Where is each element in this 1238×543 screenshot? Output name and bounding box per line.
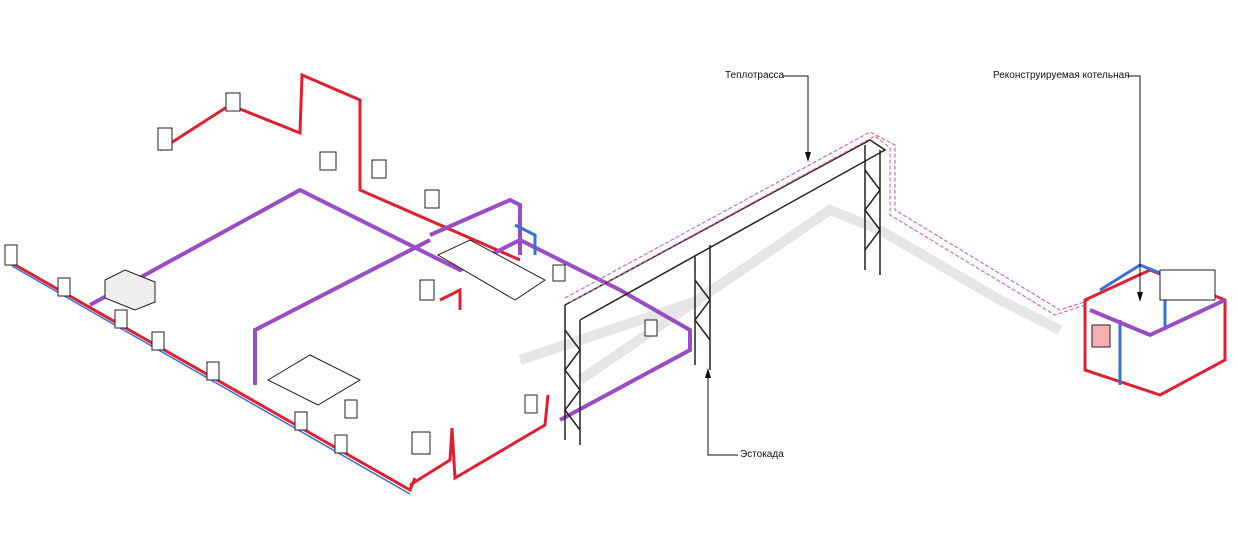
heating-main-pipes [564, 131, 1091, 316]
leader-arrows [705, 152, 1143, 378]
ground-shadow [518, 204, 1063, 385]
boiler-house-piping [1083, 263, 1227, 397]
label-heating-main: Теплотрасса [725, 70, 785, 81]
equipment [104, 239, 546, 406]
label-boiler-house: Реконструируемая котельная [993, 70, 1130, 81]
label-trestle: Эстокада [740, 449, 784, 460]
radiators [4, 92, 658, 455]
trestle-structure [564, 139, 887, 445]
leader-lines [707, 75, 1141, 456]
